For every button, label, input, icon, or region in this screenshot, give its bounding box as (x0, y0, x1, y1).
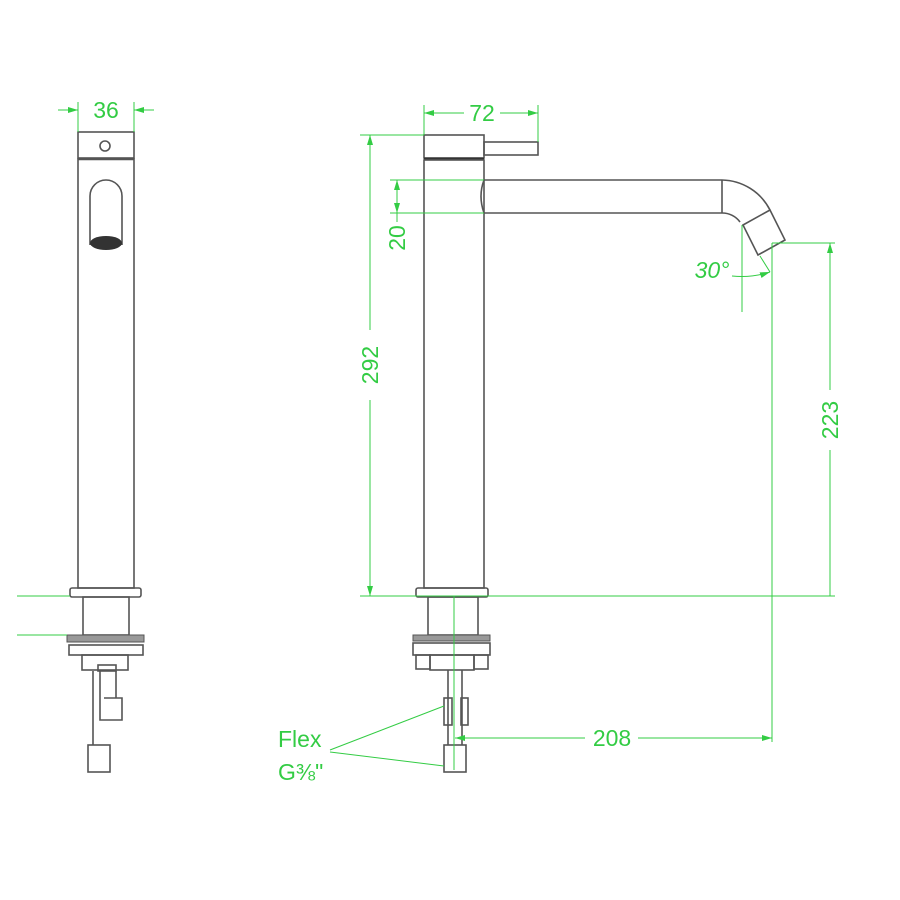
side-view (66, 131, 145, 773)
label-flex: Flex (278, 726, 322, 752)
dimension-side-width: 36 (93, 97, 119, 123)
dimension-lines (17, 102, 835, 770)
dimension-spout-reach: 208 (593, 725, 631, 751)
dimension-outlet-angle: 30° (695, 257, 730, 283)
front-view (412, 134, 787, 773)
dimension-front-width: 72 (469, 100, 495, 126)
dimension-spout-height: 20 (384, 225, 410, 251)
dimension-total-height: 292 (357, 346, 383, 384)
label-connection: G⅜" (278, 759, 323, 785)
dimension-outlet-height: 223 (817, 401, 843, 439)
